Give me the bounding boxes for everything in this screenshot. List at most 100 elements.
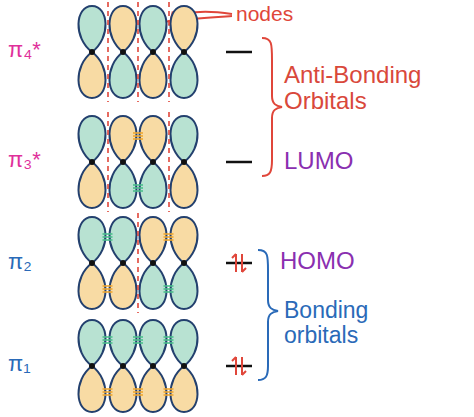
nucleus-dot (120, 49, 126, 55)
p-orbital-lobe (170, 52, 197, 98)
overlap-mark (164, 342, 174, 344)
p-orbital-lobe (109, 320, 136, 366)
p-orbital-lobe (109, 6, 136, 52)
bracket (258, 250, 278, 380)
p-orbital-lobe (78, 217, 105, 263)
node-plane (137, 2, 139, 102)
p-orbital-lobe (109, 162, 136, 208)
overlap-mark (164, 336, 174, 338)
overlap-mark (164, 239, 174, 241)
energy-level (226, 262, 252, 265)
frontier-label: HOMO (280, 248, 355, 274)
nucleus-dot (181, 363, 187, 369)
p-orbital-lobe (139, 320, 166, 366)
p-orbital-lobe (170, 6, 197, 52)
overlap-mark (164, 291, 174, 293)
p-orbital-lobe (78, 6, 105, 52)
node-plane (168, 112, 170, 212)
overlap-mark (103, 233, 113, 235)
nucleus-dot (181, 49, 187, 55)
nucleus-dot (120, 363, 126, 369)
p-orbital-lobe (78, 52, 105, 98)
overlap-mark (133, 388, 143, 390)
nucleus-dot (150, 49, 156, 55)
p-orbital-lobe (170, 263, 197, 309)
nucleus-dot (181, 260, 187, 266)
group-label: Anti-Bonding Orbitals (284, 62, 470, 115)
p-orbital-lobe (170, 217, 197, 263)
energy-level (226, 161, 252, 164)
energy-level (226, 51, 252, 54)
node-plane (168, 2, 170, 102)
overlap-mark (164, 339, 174, 341)
overlap-mark (133, 187, 143, 189)
p-orbital-lobe (109, 366, 136, 412)
group-label: Bonding orbitals (284, 298, 394, 349)
p-orbital-lobe (109, 116, 136, 162)
overlap-mark (103, 291, 113, 293)
orbital-name: π₄* (8, 38, 41, 62)
overlap-mark (133, 184, 143, 186)
p-orbital-lobe (109, 52, 136, 98)
overlap-mark (164, 288, 174, 290)
overlap-mark (164, 391, 174, 393)
node-plane (137, 213, 139, 313)
overlap-mark (103, 288, 113, 290)
p-orbital-lobe (109, 263, 136, 309)
node-plane (107, 112, 109, 212)
overlap-mark (164, 233, 174, 235)
orbital-name: π₂ (8, 250, 32, 274)
p-orbital-lobe (78, 116, 105, 162)
nucleus-dot (89, 49, 95, 55)
overlap-mark (103, 339, 113, 341)
p-orbital-lobe (170, 162, 197, 208)
orbital-name: π₃* (8, 148, 41, 172)
p-orbital-lobe (139, 162, 166, 208)
nucleus-dot (181, 159, 187, 165)
p-orbital-lobe (170, 116, 197, 162)
node-plane (107, 2, 109, 102)
p-orbital-lobe (139, 6, 166, 52)
overlap-mark (103, 236, 113, 238)
nucleus-dot (120, 159, 126, 165)
overlap-mark (133, 138, 143, 140)
overlap-mark (103, 388, 113, 390)
overlap-mark (103, 391, 113, 393)
p-orbital-lobe (139, 263, 166, 309)
overlap-mark (133, 339, 143, 341)
p-orbital-lobe (78, 366, 105, 412)
overlap-mark (133, 135, 143, 137)
p-orbital-lobe (139, 116, 166, 162)
overlap-mark (164, 236, 174, 238)
p-orbital-lobe (170, 366, 197, 412)
nodes-label: nodes (236, 2, 293, 25)
bracket (262, 38, 282, 176)
orbital-name: π₁ (8, 352, 31, 376)
p-orbital-lobe (78, 320, 105, 366)
nucleus-dot (150, 260, 156, 266)
overlap-mark (133, 190, 143, 192)
overlap-mark (103, 342, 113, 344)
p-orbital-lobe (139, 366, 166, 412)
nucleus-dot (120, 260, 126, 266)
nucleus-dot (150, 363, 156, 369)
p-orbital-lobe (170, 320, 197, 366)
p-orbital-lobe (78, 263, 105, 309)
overlap-mark (103, 285, 113, 287)
electron-pair (232, 254, 246, 375)
nucleus-dot (89, 363, 95, 369)
nucleus-dot (89, 159, 95, 165)
energy-level (226, 365, 252, 368)
overlap-mark (164, 285, 174, 287)
p-orbital-lobe (109, 217, 136, 263)
overlap-mark (133, 336, 143, 338)
overlap-mark (133, 132, 143, 134)
overlap-mark (164, 394, 174, 396)
frontier-label: LUMO (284, 148, 353, 174)
overlap-mark (133, 391, 143, 393)
overlap-mark (133, 342, 143, 344)
p-orbital-lobe (139, 217, 166, 263)
overlap-mark (164, 388, 174, 390)
p-orbital-lobe (139, 52, 166, 98)
overlap-mark (133, 394, 143, 396)
